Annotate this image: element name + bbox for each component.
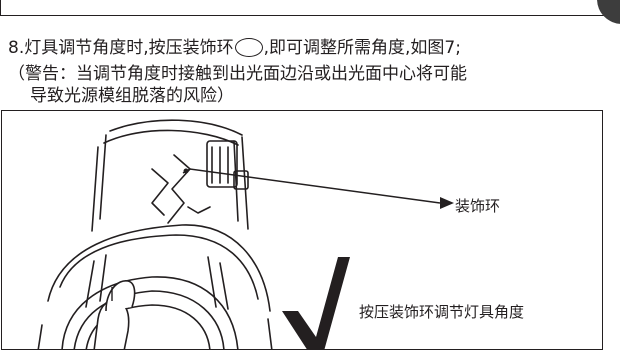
callout-press-instruction-label: 按压装饰环调节灯具角度 xyxy=(359,303,525,321)
housing-body xyxy=(91,136,249,232)
previous-section-frame xyxy=(0,0,604,16)
warning-line-2: 导致光源模组脱落的风险） xyxy=(30,86,234,106)
trim-ring-outer xyxy=(59,234,259,300)
warning-line-1: （警告：当调节角度时接触到出光面边沿或出光面中心将可能 xyxy=(8,64,467,84)
callout-arrowhead xyxy=(440,197,454,209)
step-8-instruction: 8.灯具调节角度时,按压装饰环 ,即可调整所需角度,如图7; xyxy=(8,35,620,61)
figure-7-frame: 装饰环 按压装饰环调节灯具角度 xyxy=(1,110,603,350)
section-corner-badge xyxy=(597,0,620,24)
callout-leader-line xyxy=(182,168,441,204)
checkmark-icon xyxy=(282,257,350,349)
trim-ring-inner xyxy=(73,290,225,349)
step-8-text-after: ,即可调整所需角度,如图7; xyxy=(263,38,461,58)
connector-block xyxy=(206,140,238,188)
housing-top-rim xyxy=(109,119,243,136)
callout-trim-ring-label: 装饰环 xyxy=(455,197,501,215)
bracket-arm xyxy=(167,154,191,224)
ring-icon xyxy=(234,38,263,57)
step-8-text-before: 8.灯具调节角度时,按压装饰环 xyxy=(8,38,234,58)
